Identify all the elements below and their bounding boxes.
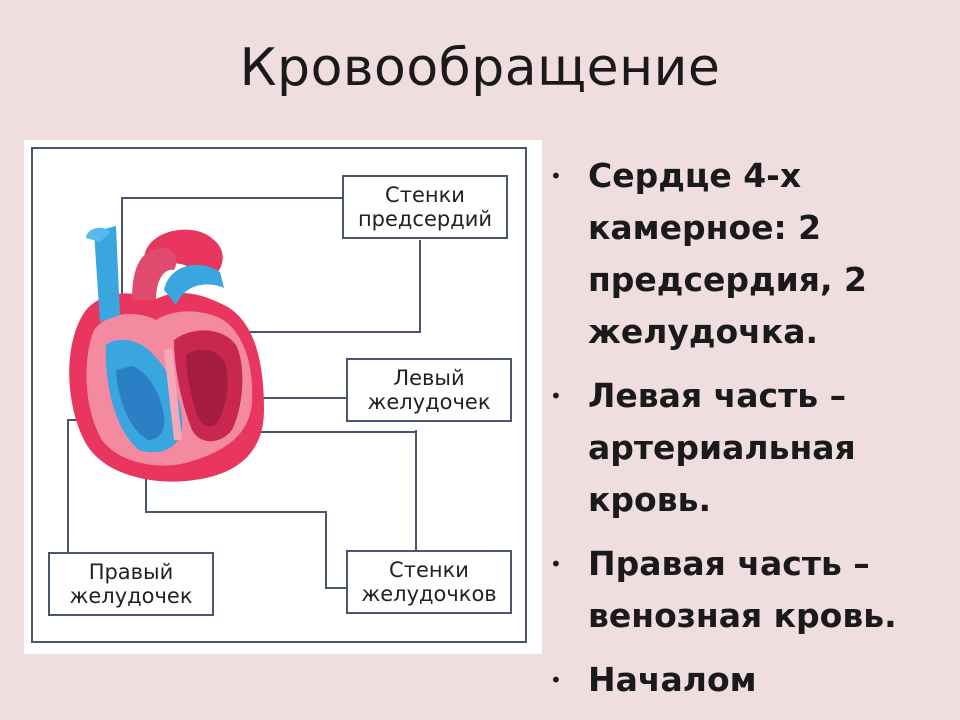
heart-diagram: Стенки предсердий Левый желудочек Правый… <box>24 140 542 654</box>
bullet-dot: • <box>550 164 562 188</box>
label-ventricle-walls-line2: желудочков <box>361 582 497 606</box>
label-right-ventricle: Правый желудочек <box>48 552 214 616</box>
bullet-list: • Сердце 4-х камерное: 2 предсердия, 2 ж… <box>548 150 948 718</box>
heart-illustration <box>31 147 527 643</box>
label-atria-walls: Стенки предсердий <box>342 175 508 239</box>
label-right-ventricle-line1: Правый <box>88 560 174 584</box>
bullet-text: Левая часть – артериальная кровь. <box>588 376 856 519</box>
bullet-item: • Сердце 4-х камерное: 2 предсердия, 2 ж… <box>548 150 948 358</box>
heart-shape <box>69 226 265 482</box>
bullet-item: • Левая часть – артериальная кровь. <box>548 370 948 526</box>
label-atria-walls-line1: Стенки <box>385 183 465 207</box>
bullet-item: • Правая часть – венозная кровь. <box>548 538 948 642</box>
bullet-text: Правая часть – венозная кровь. <box>588 544 897 635</box>
bullet-text: Сердце 4-х камерное: 2 предсердия, 2 жел… <box>588 156 867 351</box>
label-ventricle-walls: Стенки желудочков <box>346 550 512 614</box>
bullet-dot: • <box>550 384 562 408</box>
label-left-ventricle-line1: Левый <box>393 366 465 390</box>
label-left-ventricle-line2: желудочек <box>367 390 491 414</box>
label-right-ventricle-line2: желудочек <box>69 584 193 608</box>
label-atria-walls-line2: предсердий <box>357 207 493 231</box>
bullet-item: • Началом <box>548 654 948 706</box>
bullet-dot: • <box>550 552 562 576</box>
bullet-dot: • <box>550 668 562 692</box>
label-left-ventricle: Левый желудочек <box>346 358 512 422</box>
diagram-frame <box>31 147 527 643</box>
label-ventricle-walls-line1: Стенки <box>389 558 469 582</box>
bullet-text: Началом <box>588 660 757 699</box>
page-title: Кровообращение <box>239 38 721 98</box>
